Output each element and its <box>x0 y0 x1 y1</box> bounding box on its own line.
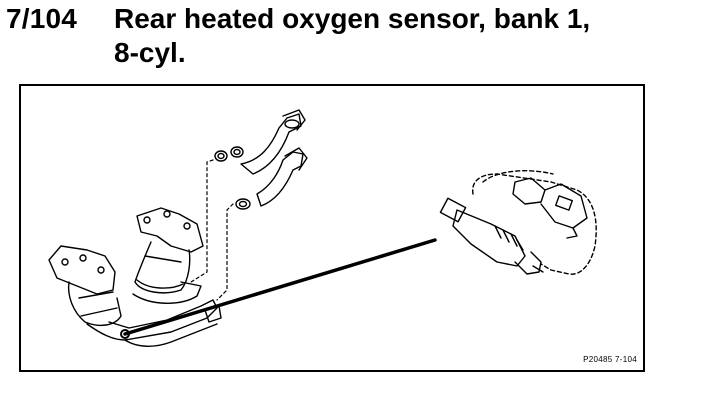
header: 7/104 Rear heated oxygen sensor, bank 1,… <box>6 0 696 76</box>
sensor-leader-line <box>123 238 437 336</box>
sensor-harness <box>472 170 597 275</box>
y-pipe <box>86 299 222 347</box>
exhaust-manifold-left <box>48 245 122 327</box>
exhaust-pipe-lower <box>256 147 308 207</box>
sensor-mount-point <box>120 329 130 339</box>
figure-caption: P20485 7-104 <box>583 355 637 364</box>
exhaust-sensor-illustration <box>48 109 597 347</box>
exhaust-pipe-upper <box>240 109 306 175</box>
oxygen-sensor <box>439 197 544 275</box>
title-line-2: 8-cyl. <box>114 37 186 68</box>
title-line-1: Rear heated oxygen sensor, bank 1, <box>114 3 591 34</box>
assembly-lines <box>190 159 234 301</box>
page-title: Rear heated oxygen sensor, bank 1, 8-cyl… <box>114 2 590 70</box>
section-code: 7/104 <box>6 3 78 34</box>
harness-connector <box>512 177 588 239</box>
gaskets <box>214 146 251 210</box>
exhaust-manifold-right <box>132 207 204 304</box>
illustration-frame: P20485 7-104 <box>19 84 645 372</box>
